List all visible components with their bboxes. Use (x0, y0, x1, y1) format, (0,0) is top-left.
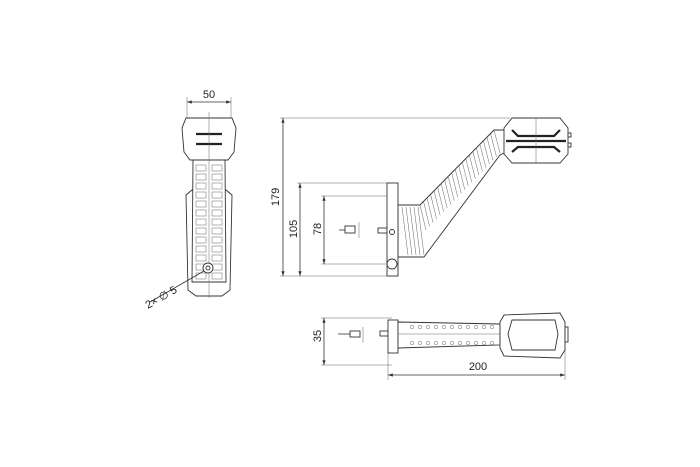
base-height-label: 105 (288, 220, 300, 238)
lamp-top (338, 312, 569, 359)
top-view: 35 200 (312, 312, 569, 380)
side-view: 179 105 78 (270, 117, 572, 277)
length-dimension-label: 200 (469, 361, 487, 373)
front-view: 50 2× ∅ 5 (144, 89, 237, 312)
depth-dimension-label: 35 (312, 330, 324, 342)
hole-leader-line (149, 270, 205, 303)
lamp-side (339, 117, 572, 277)
hole-spacing-label: 78 (312, 223, 324, 235)
hole-note-label: 2× ∅ 5 (144, 284, 180, 312)
width-dimension-label: 50 (203, 89, 215, 101)
lamp-front (181, 112, 237, 298)
total-height-label: 179 (270, 188, 282, 206)
